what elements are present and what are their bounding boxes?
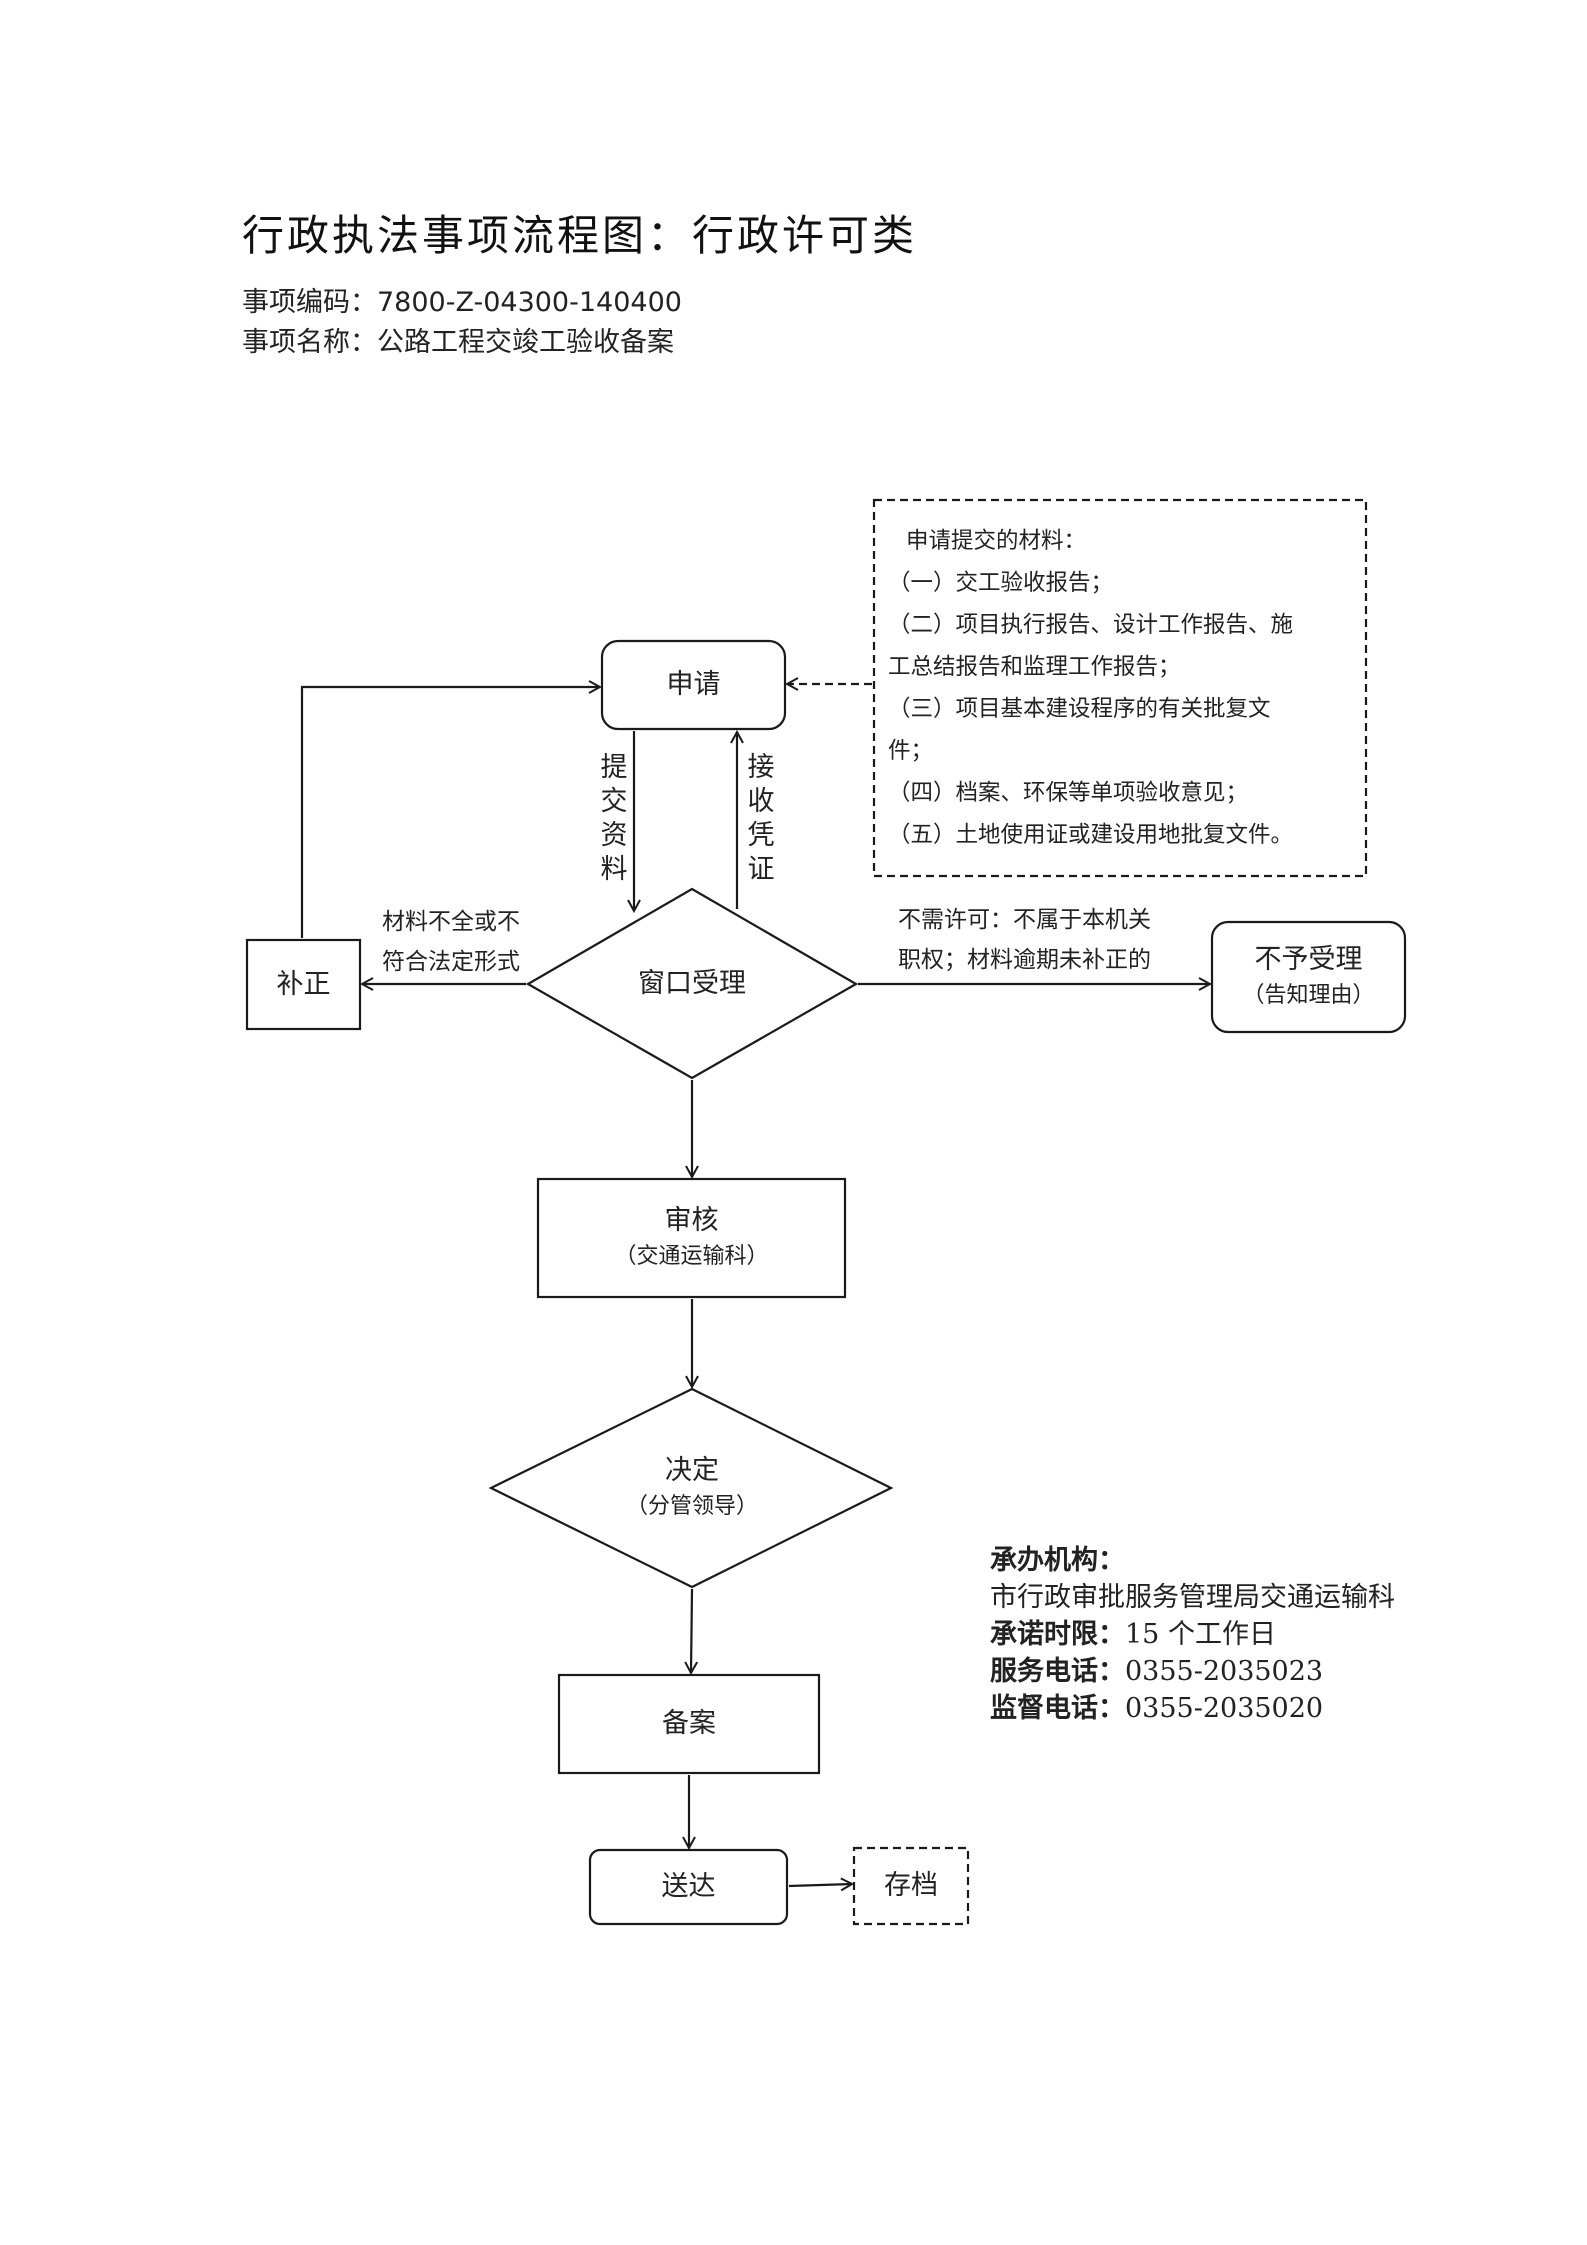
receipt-char: 收 — [747, 786, 775, 817]
submit-char: 交 — [600, 786, 628, 817]
page-title: 行政执法事项流程图：行政许可类 — [242, 211, 918, 260]
record-label: 备案 — [662, 1708, 716, 1739]
agency-service-label: 服务电话： — [990, 1656, 1125, 1687]
window-label: 窗口受理 — [638, 968, 746, 999]
review-title: 审核 — [664, 1205, 719, 1236]
materials-box-border — [872, 498, 1368, 878]
apply-label: 申请 — [666, 669, 721, 700]
item-code-value: 7800-Z-04300-140400 — [377, 287, 682, 318]
agency-service-phone: 0355-2035023 — [1125, 1656, 1324, 1687]
incomplete-line: 材料不全或不 — [382, 909, 520, 935]
item-code: 事项编码：7800-Z-04300-140400 — [242, 280, 682, 319]
submit-char: 提 — [600, 752, 628, 783]
reject-note: （告知理由） — [1242, 983, 1375, 1008]
deliver-node-shape — [588, 1848, 789, 1926]
review-node-shape — [536, 1177, 847, 1299]
materials-line: （四）档案、环保等单项验收意见； — [888, 780, 1249, 806]
decide-node-shape — [488, 1387, 894, 1589]
receipt-edge-label: 接 收 凭 证 — [744, 751, 778, 887]
item-name-label: 事项名称： — [242, 327, 377, 358]
agency-org-value: 市行政审批服务管理局交通运输科 — [990, 1582, 1395, 1613]
materials-line: （二）项目执行报告、设计工作报告、施 — [888, 612, 1294, 638]
decide-to-record-arrow — [691, 1588, 692, 1673]
not-accepted-line: 职权；材料逾期未补正的 — [898, 947, 1151, 973]
materials-line: （一）交工验收报告； — [888, 570, 1114, 596]
reject-node: 不予受理 （告知理由） — [1212, 922, 1405, 1032]
not-accepted-line: 不需许可：不属于本机关 — [898, 907, 1151, 933]
agency-time-value: 15 个工作日 — [1125, 1619, 1276, 1650]
materials-line: 件； — [888, 738, 934, 764]
agency-info: 承办机构： 市行政审批服务管理局交通运输科 承诺时限：15 个工作日 服务电话：… — [990, 1542, 1395, 1727]
submit-char: 料 — [600, 854, 628, 885]
deliver-to-archive-arrow — [788, 1884, 852, 1886]
materials-line: 工总结报告和监理工作报告； — [888, 654, 1181, 680]
archive-node: 存档 — [854, 1848, 968, 1924]
incomplete-edge-label: 材料不全或不 符合法定形式 — [382, 902, 520, 982]
receipt-char: 证 — [747, 854, 775, 885]
item-code-label: 事项编码： — [242, 287, 377, 318]
not-accepted-edge-label: 不需许可：不属于本机关 职权；材料逾期未补正的 — [898, 900, 1151, 980]
correct-label: 补正 — [276, 968, 331, 1000]
incomplete-line: 符合法定形式 — [382, 949, 520, 975]
review-note: （交通运输科） — [614, 1244, 769, 1269]
materials-line: （五）土地使用证或建设用地批复文件。 — [888, 822, 1294, 848]
agency-time-label: 承诺时限： — [990, 1619, 1125, 1650]
reject-node-shape — [1210, 920, 1407, 1034]
submit-edge-label: 提 交 资 料 — [597, 751, 631, 887]
item-name: 事项名称：公路工程交竣工验收备案 — [242, 320, 674, 359]
deliver-label: 送达 — [661, 1871, 716, 1902]
item-name-value: 公路工程交竣工验收备案 — [377, 327, 674, 358]
agency-org-label: 承办机构： — [990, 1545, 1125, 1576]
decide-note: （分管领导） — [625, 1494, 758, 1519]
apply-node: 申请 — [602, 641, 785, 729]
decide-title: 决定 — [665, 1455, 719, 1486]
materials-line: （三）项目基本建设程序的有关批复文 — [888, 696, 1271, 722]
submit-char: 资 — [600, 820, 628, 851]
window-node-shape — [525, 887, 859, 1080]
decide-node: 决定 （分管领导） — [560, 1445, 824, 1531]
window-node: 窗口受理 — [560, 952, 824, 1016]
agency-supervise-label: 监督电话： — [990, 1693, 1125, 1724]
review-node: 审核 （交通运输科） — [538, 1179, 845, 1297]
correct-to-apply-arrow — [300, 687, 600, 938]
agency-supervise-phone: 0355-2035020 — [1125, 1693, 1324, 1724]
receipt-char: 凭 — [747, 820, 775, 851]
record-node: 备案 — [559, 1675, 819, 1773]
reject-title: 不予受理 — [1254, 944, 1363, 975]
correct-node: 补正 — [247, 940, 360, 1029]
deliver-node: 送达 — [590, 1850, 787, 1924]
receipt-char: 接 — [747, 752, 775, 783]
archive-label: 存档 — [884, 1870, 938, 1901]
materials-heading: 申请提交的材料： — [906, 528, 1087, 554]
materials-box: 申请提交的材料： （一）交工验收报告； （二）项目执行报告、设计工作报告、施 工… — [888, 520, 1368, 856]
